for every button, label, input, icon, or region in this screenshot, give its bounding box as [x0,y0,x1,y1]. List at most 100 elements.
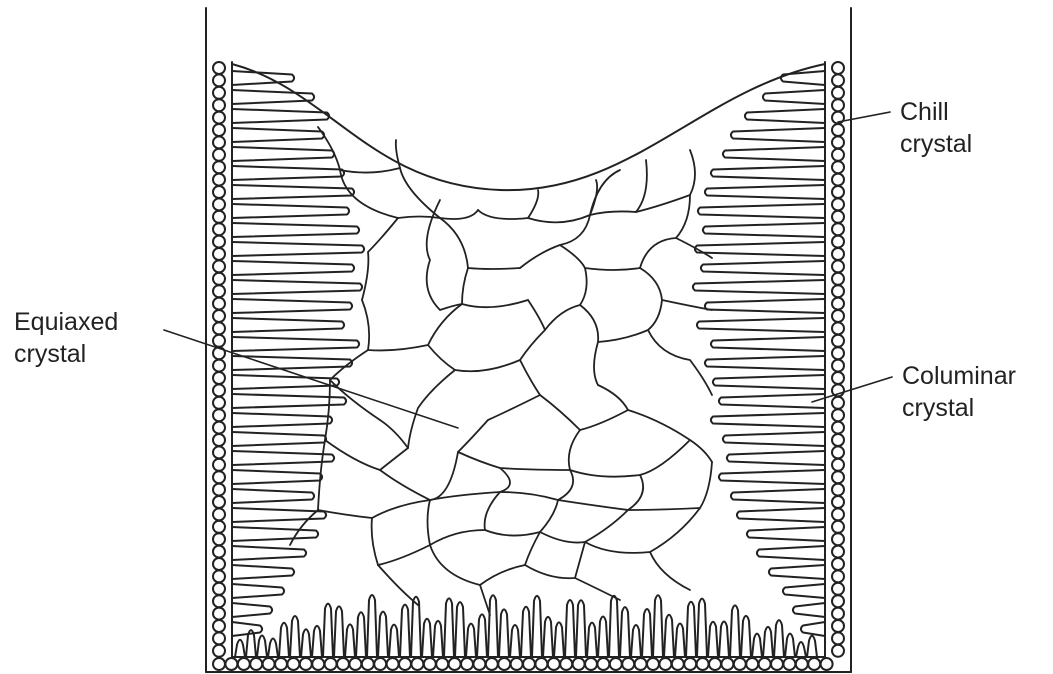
chill-crystal [213,198,225,210]
chill-crystal [275,658,287,670]
columnar-crystal [499,609,509,657]
columnar-crystal [232,337,359,351]
columnar-crystal [576,600,586,657]
columnar-crystal-label: Columinar crystal [902,360,1016,424]
chill-crystal [213,546,225,558]
columnar-crystal [711,166,825,180]
chill-crystal [325,658,337,670]
chill-crystal [832,87,844,99]
chill-crystal [213,322,225,334]
chill-crystal [312,658,324,670]
chill-crystal [213,508,225,520]
chill-crystal [832,521,844,533]
columnar-crystal [232,622,262,636]
columnar-crystal [763,627,773,657]
columnar-crystal [757,546,825,560]
chill-crystal [213,236,225,248]
columnar-crystal [543,617,553,657]
chill-crystal [362,658,374,670]
chill-crystal [832,434,844,446]
chill-crystal [832,99,844,111]
chill-crystal [349,658,361,670]
chill-crystal [771,658,783,670]
columnar-crystal [711,337,825,351]
chill-crystal [238,658,250,670]
chill-crystal [734,658,746,670]
columnar-crystal [741,616,751,657]
chill-crystal [213,632,225,644]
chill-crystal [635,658,647,670]
columnar-crystal [719,470,825,484]
columnar-crystal [232,603,272,617]
columnar-crystal [367,595,377,657]
columnar-crystal [708,622,718,657]
chill-crystal [213,422,225,434]
chill-crystal [213,310,225,322]
chill-crystal [213,459,225,471]
columnar-crystal [323,604,333,657]
columnar-crystal [697,599,707,657]
columnar-crystal [232,584,284,598]
columnar-crystal [783,584,825,598]
columnar-crystal [268,638,278,657]
chill-crystal [548,658,560,670]
chill-crystal-layer-right [832,62,844,657]
chill-crystal [213,360,225,372]
chill-crystal [832,471,844,483]
chill-crystal [832,632,844,644]
columnar-crystal [510,625,520,657]
columnar-crystal [801,622,825,636]
chill-crystal [832,236,844,248]
chill-crystal [832,174,844,186]
chill-crystal [832,533,844,545]
columnar-crystal [705,299,825,313]
columnar-crystals-left [232,71,364,636]
columnar-crystal [705,356,825,370]
chill-crystal [213,521,225,533]
columnar-crystal [727,451,825,465]
chill-crystal [832,409,844,421]
columnar-crystal [609,596,619,657]
columnar-crystal [774,620,784,657]
columnar-crystal [620,607,630,657]
chill-crystal [832,558,844,570]
columnar-crystal-label-line2: crystal [902,392,1016,424]
chill-crystal [213,484,225,496]
chill-crystal [684,658,696,670]
columnar-crystal [698,204,825,218]
chill-crystal [796,658,808,670]
columnar-crystal [521,607,531,657]
columnar-crystal [554,622,564,657]
chill-crystal [511,658,523,670]
columnar-crystal [631,625,641,657]
columnar-crystal [232,432,326,446]
columnar-crystal [781,71,825,85]
columnar-crystal [232,185,354,199]
chill-crystal [213,260,225,272]
chill-crystal [213,112,225,124]
chill-crystal [213,397,225,409]
chill-crystal [213,608,225,620]
columnar-crystal [312,626,322,657]
columnar-crystal [686,602,696,657]
chill-crystal [225,658,237,670]
chill-crystal [213,99,225,111]
chill-crystal [832,570,844,582]
columnar-crystal [411,597,421,657]
columnar-crystal [745,109,825,123]
columnar-crystal [232,470,322,484]
chill-crystal [597,658,609,670]
columnar-crystal [731,128,825,142]
leader-equiaxed [164,330,458,428]
chill-crystal [213,174,225,186]
chill-crystal [759,658,771,670]
columnar-crystal [345,624,355,657]
columnar-crystal [232,527,318,541]
equiaxed-crystal-label-line1: Equiaxed [14,306,118,338]
chill-crystal [832,310,844,322]
columnar-crystal [747,527,825,541]
columnar-crystal [642,609,652,657]
chill-crystal [213,149,225,161]
chill-crystal [832,62,844,74]
chill-crystal [374,658,386,670]
